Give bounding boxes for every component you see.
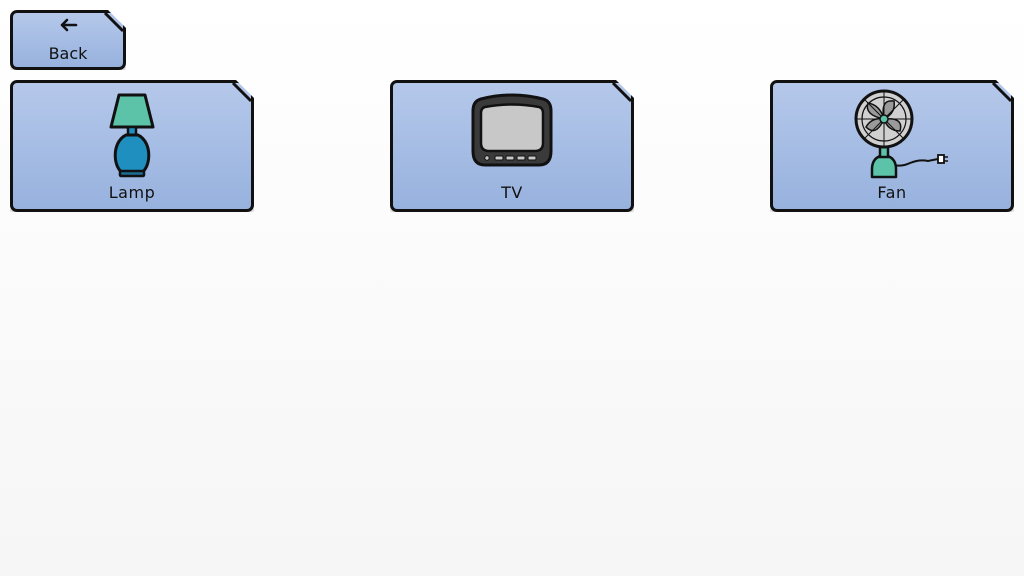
folded-corner [990,80,1014,104]
tv-icon [469,89,555,169]
tile-label-tv: TV [501,183,523,202]
back-button[interactable]: Back [10,10,126,70]
arrow-left-icon [13,17,123,38]
tile-lamp[interactable]: Lamp [10,80,254,212]
tile-label-fan: Fan [877,183,907,202]
folded-corner [610,80,634,104]
back-label: Back [48,44,88,63]
fan-icon [850,89,950,181]
tile-tv[interactable]: TV [390,80,634,212]
tile-fan[interactable]: Fan [770,80,1014,212]
folded-corner [230,80,254,104]
lamp-icon [102,89,162,179]
tile-label-lamp: Lamp [108,183,156,202]
